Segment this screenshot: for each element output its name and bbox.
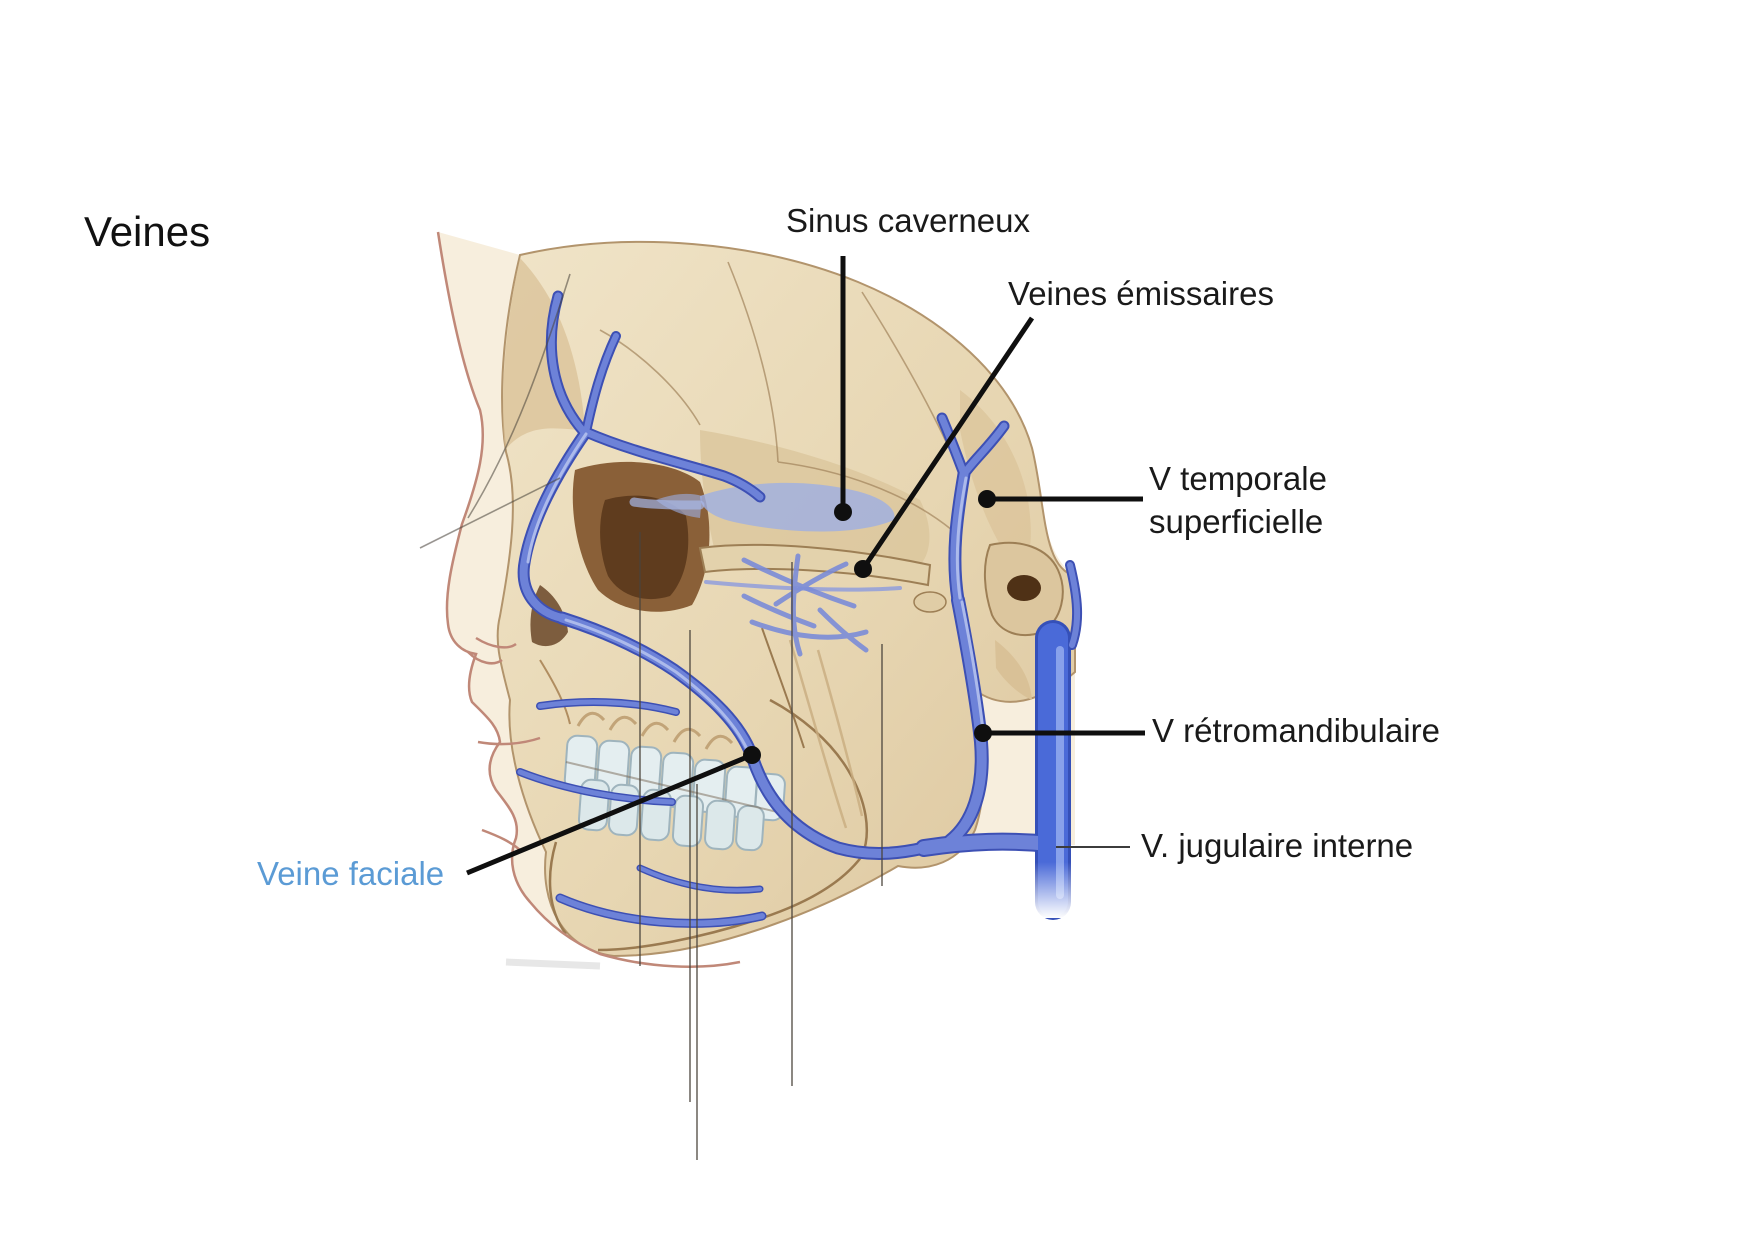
ramus-striations <box>788 639 864 829</box>
dot-veines-emissaires <box>854 560 872 578</box>
label-sinus-caverneux: Sinus caverneux <box>786 202 1030 239</box>
leader-lines <box>466 256 1145 876</box>
occlusal-line <box>565 761 791 816</box>
leader-dots <box>743 490 996 764</box>
label-veine-faciale: Veine faciale <box>257 855 445 892</box>
label-v-temporale-line1: V temporale <box>1149 460 1327 497</box>
leader-veine-faciale <box>466 752 753 876</box>
ophthalmic-band <box>629 497 705 510</box>
label-v-retromandibulaire: V rétromandibulaire <box>1152 712 1440 749</box>
vein-highlight-layer <box>526 432 1064 899</box>
ear-canal <box>1007 575 1041 601</box>
label-v-jugulaire-interne: V. jugulaire interne <box>1141 827 1414 864</box>
label-v-temporale-line2: superficielle <box>1149 502 1324 540</box>
label-veines-emissaires: Veines émissaires <box>1008 275 1274 312</box>
occipital-shading <box>960 390 1031 572</box>
veins-drawing <box>516 290 1086 928</box>
dot-v-temporale <box>978 490 996 508</box>
teeth-upper <box>563 734 786 822</box>
dot-v-retromandibulaire <box>974 724 992 742</box>
jugular-fade <box>1026 862 1086 918</box>
orbit-inner <box>600 495 689 600</box>
mandible-outline <box>539 627 869 952</box>
mastoid <box>995 640 1032 700</box>
dot-sinus-caverneux <box>834 503 852 521</box>
bottom-smudge <box>505 958 601 970</box>
page-title: Veines <box>84 208 211 255</box>
tooth-root-ridges <box>576 711 734 750</box>
tmj-condyle <box>913 591 947 613</box>
skull-drawing <box>436 231 1076 968</box>
dot-veine-faciale <box>743 746 761 764</box>
label-v-temporale-superficielle: V temporale superficielle <box>1149 458 1409 544</box>
leader-veines-emissaires <box>860 316 1035 571</box>
unlabeled-reference-lines <box>419 273 883 1160</box>
pterygoid-plexus <box>741 553 869 657</box>
